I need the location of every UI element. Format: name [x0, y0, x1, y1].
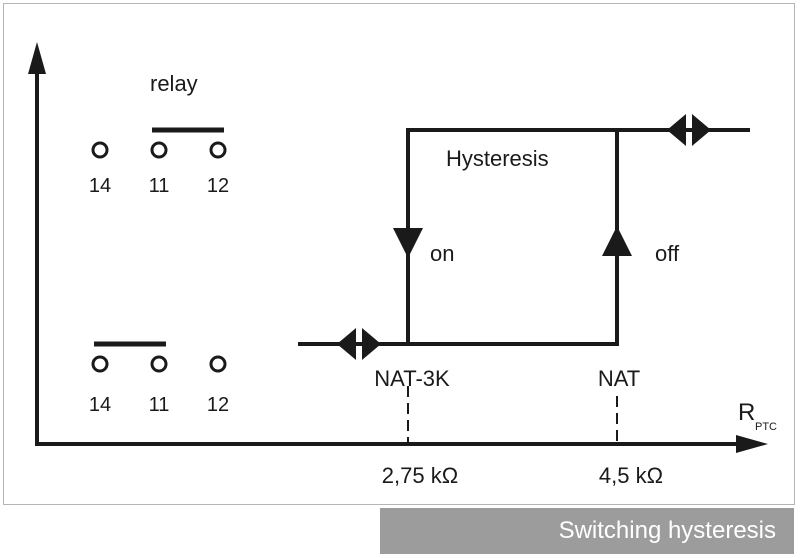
- relay-bottom-pin-14-label: 14: [89, 394, 111, 416]
- nat-3k-label: NAT-3K: [374, 366, 450, 391]
- caption-text: Switching hysteresis: [558, 517, 776, 544]
- relay-bottom-pin-12-label: 12: [207, 394, 229, 416]
- relay-top-pin-12-icon: [209, 141, 227, 159]
- tick-label-4-5: 4,5 kΩ: [599, 463, 663, 488]
- y-axis-arrow: [28, 42, 46, 74]
- relay-top-pin-11-icon: [150, 141, 168, 159]
- nat-label: NAT: [598, 366, 640, 391]
- relay-bottom-pin-11-icon: [150, 355, 168, 373]
- axis-label-r: R: [738, 399, 755, 426]
- bottom-double-arrow-icon: [337, 328, 381, 360]
- hysteresis-label: Hysteresis: [446, 146, 549, 171]
- axis-label-r-sub: PTC: [755, 421, 777, 433]
- on-arrow-down-icon: [393, 228, 423, 258]
- off-label: off: [655, 241, 680, 266]
- on-label: on: [430, 241, 454, 266]
- tick-label-2-75: 2,75 kΩ: [382, 463, 458, 488]
- figure-frame: [3, 3, 795, 505]
- top-double-arrow-icon: [667, 114, 711, 146]
- relay-label: relay: [150, 71, 198, 96]
- relay-bottom-pin-12-icon: [209, 355, 227, 373]
- relay-top-pin-14-icon: [91, 141, 109, 159]
- relay-top-pin-12-label: 12: [207, 175, 229, 197]
- relay-top-pin-14-label: 14: [89, 175, 111, 197]
- relay-bottom-pin-11-label: 11: [149, 394, 170, 416]
- off-arrow-up-icon: [602, 226, 632, 256]
- x-axis-arrow: [736, 435, 768, 453]
- relay-top-pin-11-label: 11: [149, 175, 170, 197]
- relay-bottom-pin-14-icon: [91, 355, 109, 373]
- caption-bar: Switching hysteresis: [380, 508, 794, 554]
